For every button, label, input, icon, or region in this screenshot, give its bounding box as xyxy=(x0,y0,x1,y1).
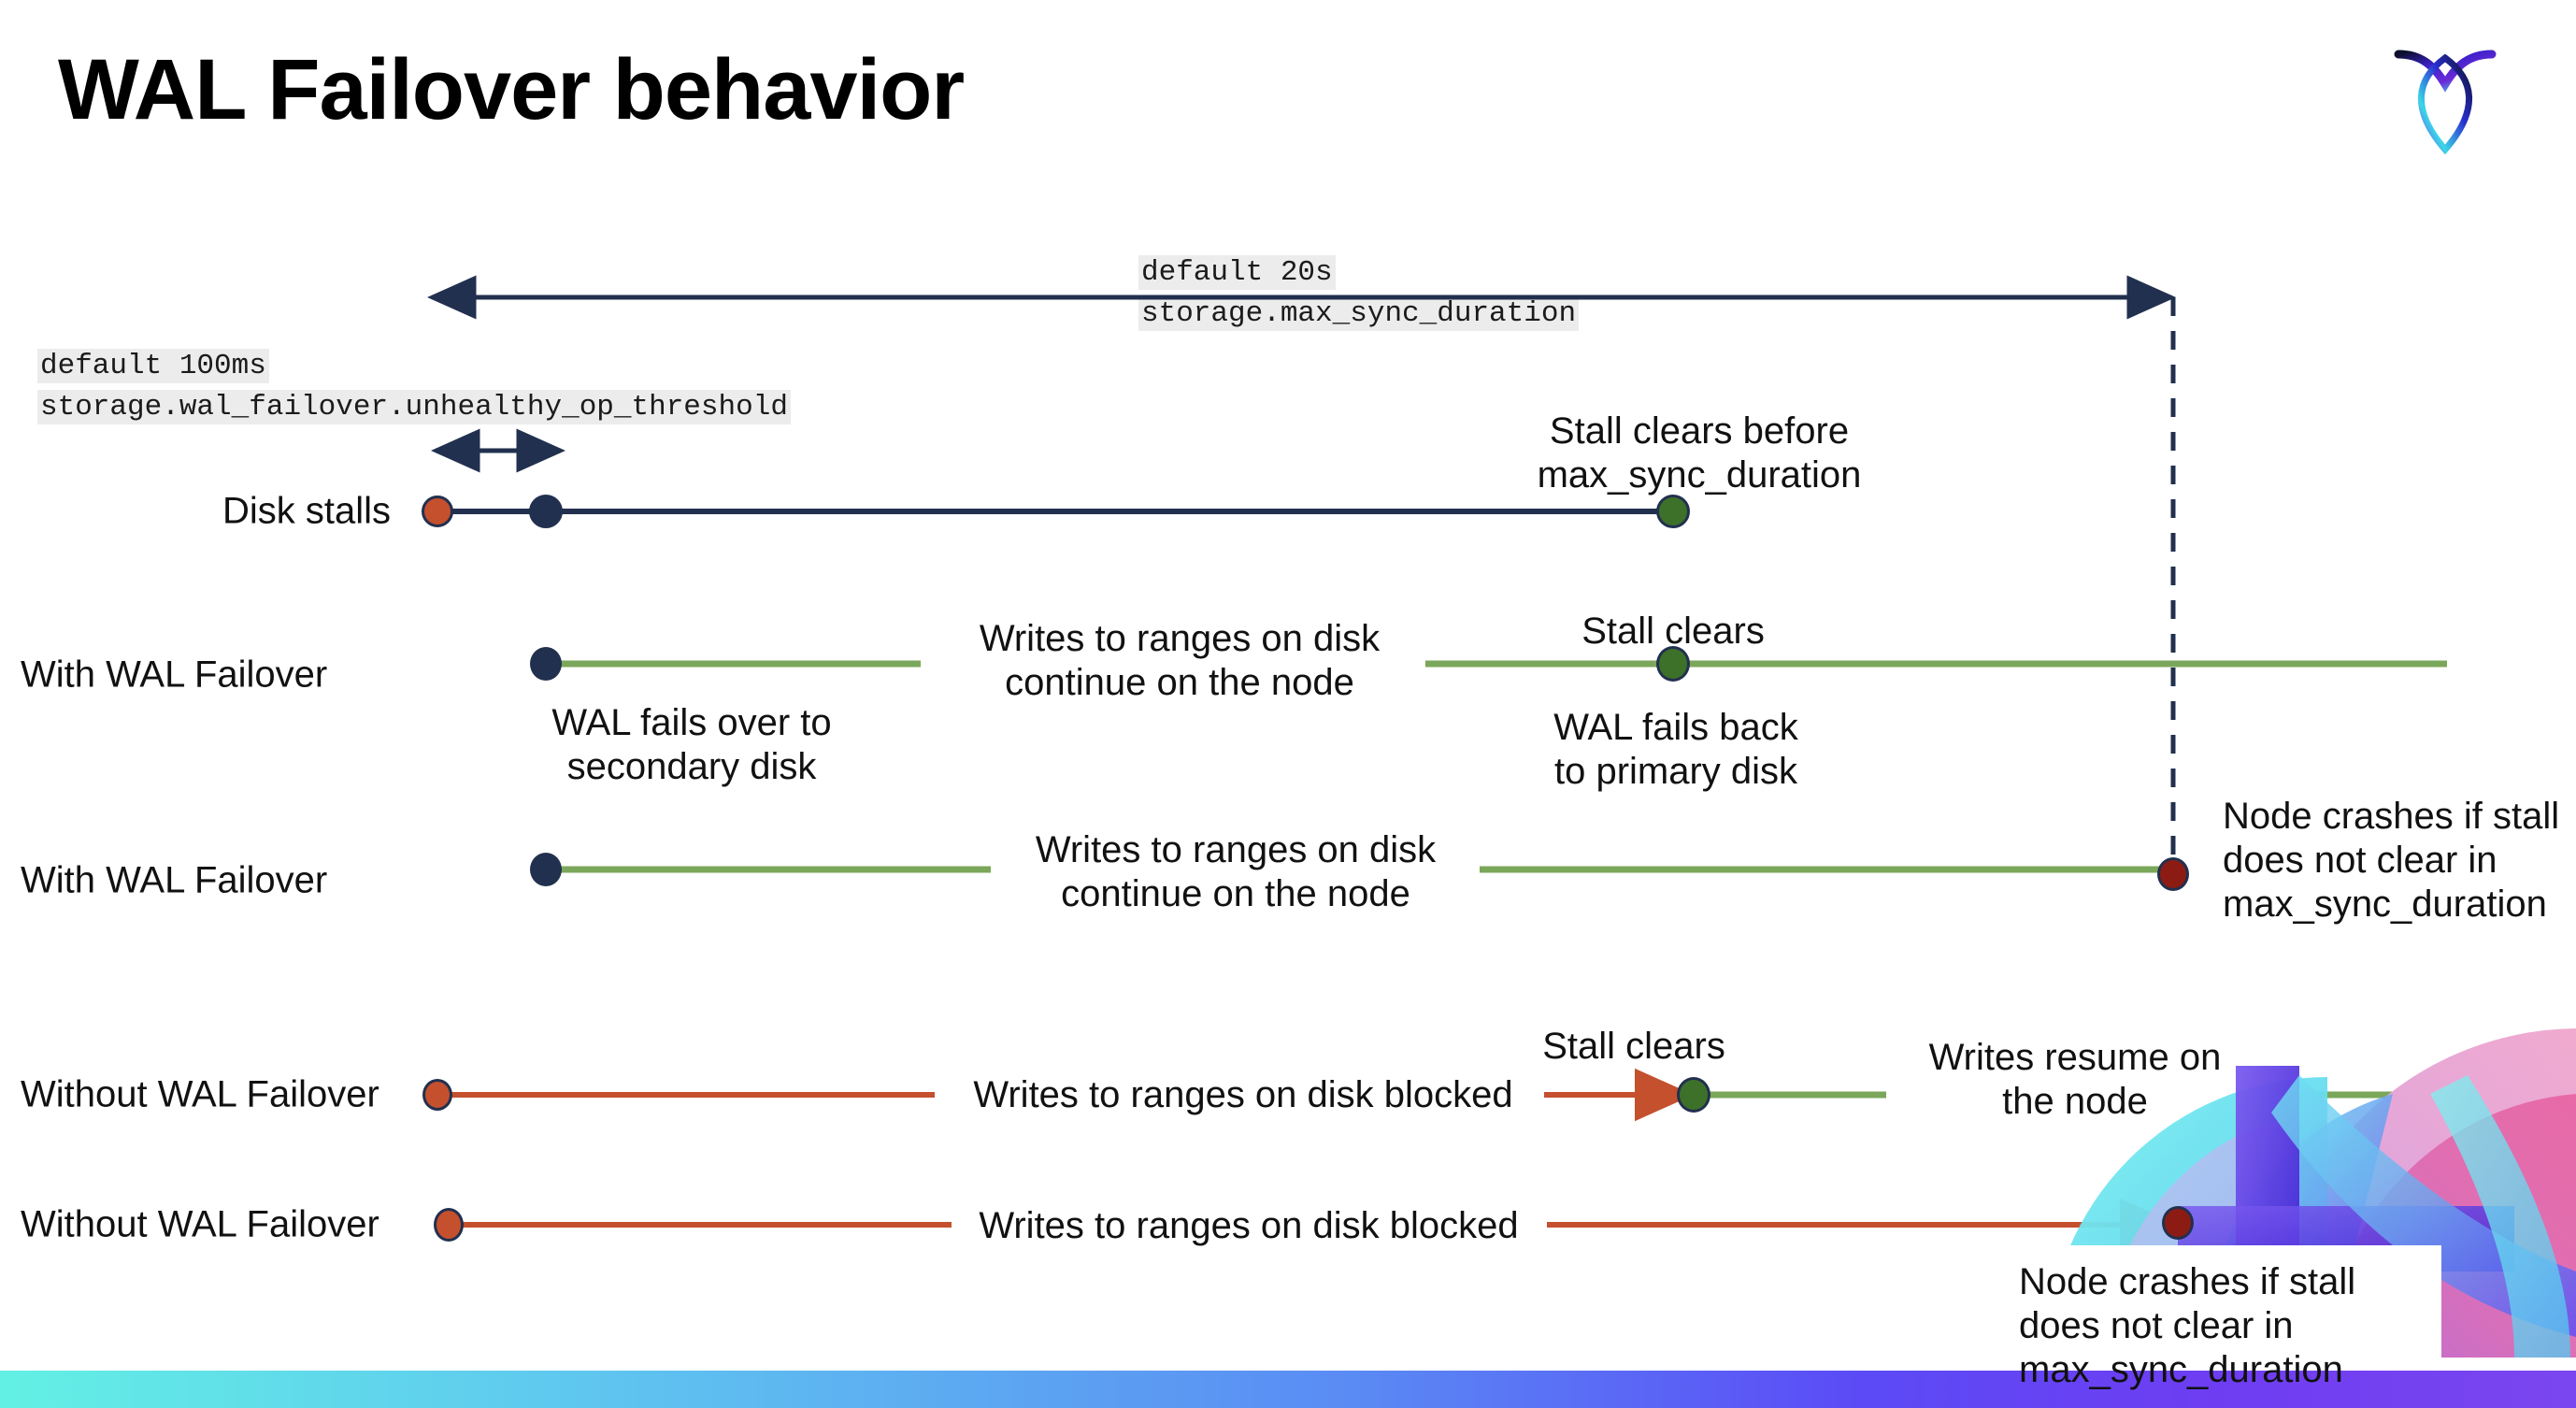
note-node-crashes-failover: Node crashes if stall does not clear in … xyxy=(2223,796,2560,925)
note-stall-clears-2: Stall clears xyxy=(1542,1026,1725,1067)
note-writes-continue-2: Writes to ranges on disk continue on the… xyxy=(1035,829,1437,914)
unhealthy-op-threshold-annotation: default 100ms storage.wal_failover.unhea… xyxy=(37,346,791,428)
marker-dot-stall-clears-no-failover xyxy=(1677,1077,1710,1113)
row-label-without-wal-failover-1: Without WAL Failover xyxy=(21,1073,379,1115)
page-title: WAL Failover behavior xyxy=(58,42,965,137)
note-writes-blocked-1: Writes to ranges on disk blocked xyxy=(973,1074,1513,1115)
row-label-with-wal-failover-1: With WAL Failover xyxy=(21,654,328,696)
row-label-without-wal-failover-2: Without WAL Failover xyxy=(21,1203,379,1245)
note-wal-fails-over: WAL fails over to secondary disk xyxy=(551,702,832,787)
marker-dot-node-crash-failover xyxy=(2157,857,2189,891)
note-stall-clears-before-max-sync: Stall clears before max_sync_duration xyxy=(1537,410,1862,496)
note-writes-resume: Writes resume on the node xyxy=(1928,1037,2222,1122)
marker-dot-stall-start xyxy=(422,496,453,527)
row-label-disk-stalls: Disk stalls xyxy=(222,490,392,532)
note-stall-clears-1: Stall clears xyxy=(1581,611,1765,652)
marker-dot-stall-clears-disk-stalls xyxy=(1656,495,1690,528)
unhealthy-setting-name: storage.wal_failover.unhealthy_op_thresh… xyxy=(37,390,791,424)
marker-dot-wal-fails-over-crash xyxy=(530,853,562,886)
note-writes-continue-1: Writes to ranges on disk continue on the… xyxy=(979,618,1381,703)
note-wal-fails-back: WAL fails back to primary disk xyxy=(1553,707,1798,792)
marker-dot-unhealthy-threshold xyxy=(529,495,563,528)
note-writes-blocked-2: Writes to ranges on disk blocked xyxy=(979,1205,1519,1246)
marker-dot-stall-clears-failover xyxy=(1656,646,1690,682)
note-node-crashes-no-failover: Node crashes if stall does not clear in … xyxy=(2019,1261,2356,1390)
marker-dot-stall-start-no-failover xyxy=(422,1079,452,1111)
row-label-with-wal-failover-2: With WAL Failover xyxy=(21,859,328,901)
marker-dot-stall-start-no-failover-crash xyxy=(434,1208,464,1242)
bottom-gradient-bar xyxy=(0,1371,2576,1408)
marker-dot-wal-fails-over xyxy=(530,647,562,681)
unhealthy-default-value: default 100ms xyxy=(37,349,269,383)
cockroachdb-logo xyxy=(2389,36,2501,157)
marker-dot-node-crash-no-failover xyxy=(2162,1206,2194,1240)
